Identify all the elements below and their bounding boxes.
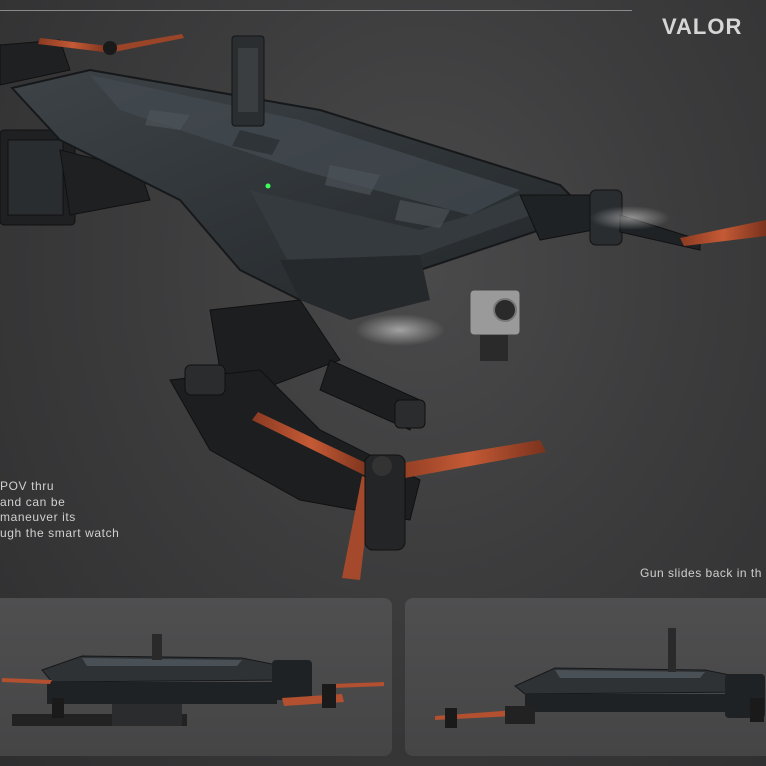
- feature-caption-right: Gun slides back in th: [640, 566, 762, 580]
- light-glow-right: [590, 206, 670, 230]
- camera-gimbal: [469, 289, 521, 361]
- propeller-front: [252, 412, 546, 580]
- rear-frame: [0, 39, 151, 226]
- propeller-right: [680, 220, 766, 246]
- drone-side-view-gun-retracted: [435, 628, 765, 728]
- caption-line: POV thru: [0, 479, 55, 493]
- side-view-panel-right: [405, 598, 766, 756]
- propeller-top-left: [38, 34, 184, 55]
- caption-line: maneuver its: [0, 510, 76, 524]
- drone-body: [10, 35, 582, 320]
- caption-line: ugh the smart watch: [0, 525, 120, 540]
- drone-side-view-gun-extended: [2, 634, 384, 726]
- feature-caption-left: POV thru and can be maneuver its ugh the…: [0, 479, 150, 541]
- lower-frame: [169, 299, 426, 521]
- light-glow-front: [355, 314, 445, 346]
- side-view-panel-left: [0, 598, 392, 756]
- caption-line: and can be: [0, 494, 66, 509]
- drone-hero-render: [0, 34, 766, 580]
- header-rule: [0, 10, 632, 11]
- page-title: VALOR: [662, 14, 743, 39]
